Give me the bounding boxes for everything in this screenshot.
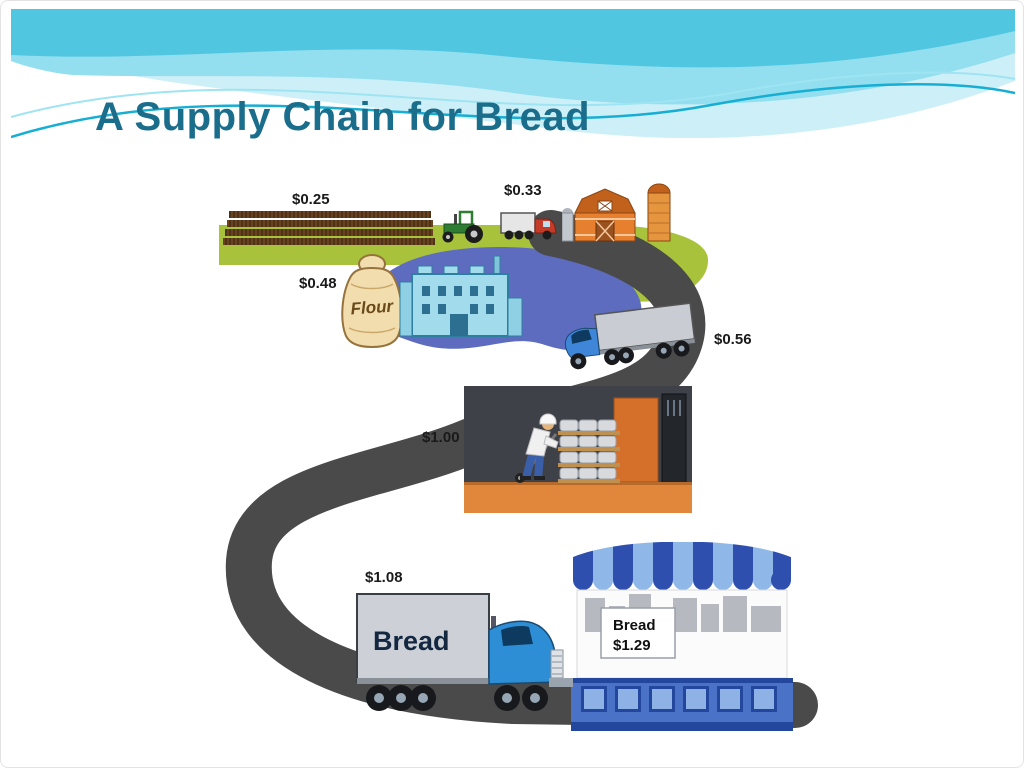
price-mill-truck: $0.56 [714, 331, 752, 348]
price-wheat: $0.25 [292, 191, 330, 208]
price-warehouse: $1.00 [422, 429, 460, 446]
bread-truck-label: Bread [373, 626, 450, 656]
bread-crate-stack [558, 419, 620, 483]
store-window-band [571, 678, 793, 731]
flour-sack-label: Flour [350, 296, 395, 318]
warehouse-worker [515, 413, 559, 483]
price-bread-truck: $1.08 [365, 569, 403, 586]
barn-icon [562, 177, 676, 249]
header-waves-decoration [11, 9, 1015, 139]
mill-truck-icon [554, 295, 702, 384]
flour-sack-icon: Flour [337, 250, 407, 348]
page-title: A Supply Chain for Bread [95, 95, 591, 139]
store-sign-line2: $1.29 [613, 637, 651, 654]
store-awning [571, 528, 793, 590]
wheat-field-icon [223, 209, 435, 245]
flour-mill-icon [398, 246, 524, 343]
price-flour: $0.48 [299, 275, 337, 292]
retail-store-icon: Bread $1.29 [571, 528, 793, 731]
bread-truck-icon: Bread [353, 586, 579, 728]
bakery-warehouse-icon [464, 386, 692, 513]
price-farm-truck: $0.33 [504, 182, 542, 199]
store-sign-line1: Bread [613, 617, 656, 634]
tractor-icon [438, 204, 486, 244]
farm-truck-icon [499, 205, 561, 247]
store-sign: Bread $1.29 [600, 607, 676, 659]
